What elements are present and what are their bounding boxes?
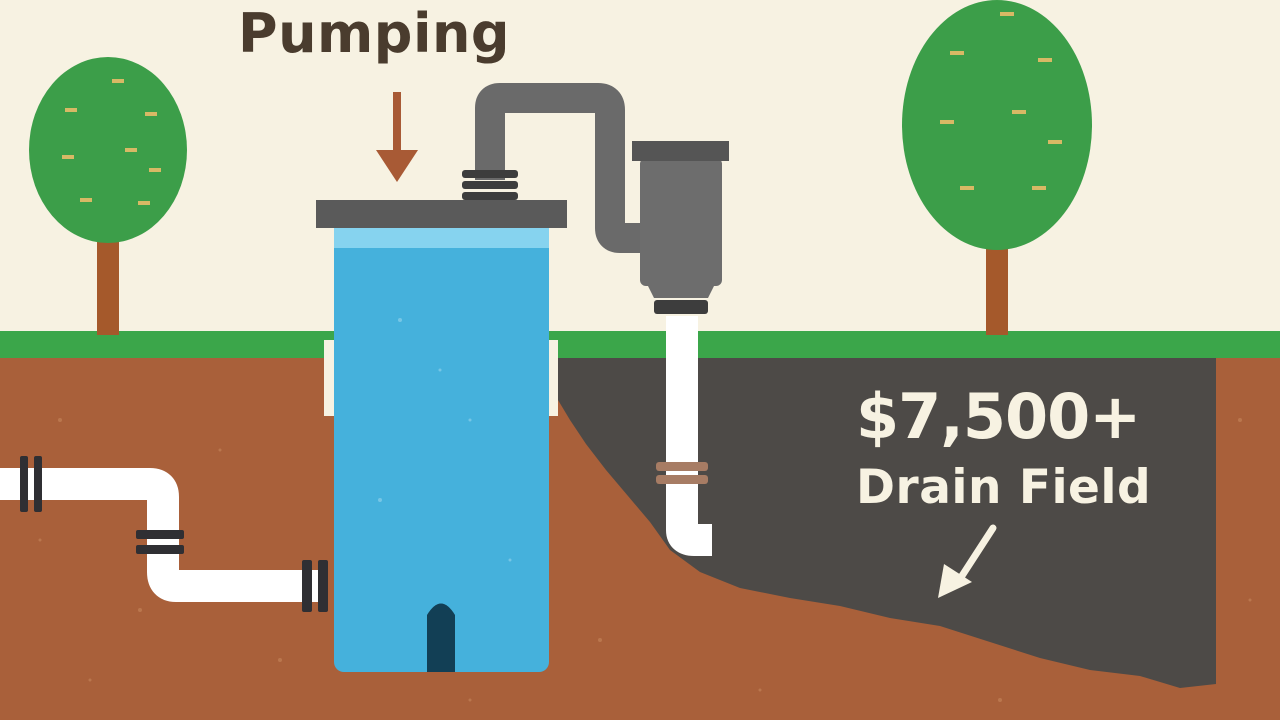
price-label: $7,500+ [856, 380, 1141, 453]
tree-icon [902, 0, 1092, 335]
inlet-pipe [0, 456, 328, 612]
tank-lid [316, 200, 567, 228]
grass-strip [0, 331, 1280, 358]
down-arrow-icon [376, 92, 418, 182]
pointer-arrow-icon [938, 524, 997, 598]
drain-field-label: Drain Field [856, 460, 1152, 515]
drain-pipe [656, 316, 712, 556]
soil-speckles [38, 418, 1252, 702]
septic-tank [334, 222, 549, 672]
drain-field-area [556, 358, 1216, 688]
filter-housing [632, 141, 729, 314]
outlet-pipe [462, 83, 650, 253]
tree-icon [29, 57, 187, 335]
pumping-label: Pumping [238, 2, 511, 65]
